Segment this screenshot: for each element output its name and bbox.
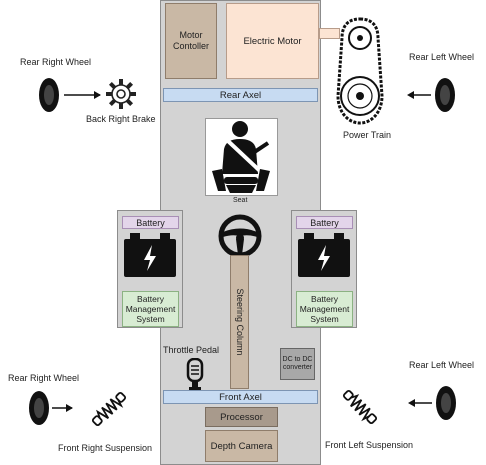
battery-icon [298,233,350,277]
throttle-pedal-label: Throttle Pedal [163,345,220,355]
seat-box [205,118,278,196]
battery-title-right: Battery [296,216,353,229]
battery-label-left: Battery [136,217,165,228]
rear-right-wheel-label-top: Rear Right Wheel [20,57,92,67]
suspension-icon [342,389,378,425]
battery-icon [124,233,176,277]
bms-label-right: Battery Management System [299,294,350,324]
front-axel: Front Axel [163,390,318,404]
steering-column: Steering Column [230,255,249,389]
back-right-brake-label: Back Right Brake [86,114,156,124]
wheel-icon [39,78,101,112]
battery-module-right: Battery Battery Management System [291,210,357,328]
dc-converter-label: DC to DC converter [282,356,313,371]
rear-axel-label: Rear Axel [219,89,262,101]
depth-camera: Depth Camera [205,430,278,462]
bms-left: Battery Management System [122,291,179,327]
battery-title-left: Battery [122,216,179,229]
processor-label: Processor [220,411,263,423]
wheel-icon [29,391,73,425]
motor-controller: Motor Contoller [165,3,217,79]
motor-controller-label: Motor Contoller [172,30,210,51]
wheel-icon [408,386,456,420]
motor-shaft [319,28,340,39]
electric-motor-label: Electric Motor [243,35,302,47]
throttle-pedal-icon [186,358,204,391]
battery-label-right: Battery [310,217,339,228]
wheel-icon [407,78,455,112]
bms-right: Battery Management System [296,291,353,327]
processor: Processor [205,407,278,427]
front-left-suspension-label: Front Left Suspension [325,440,414,450]
steering-column-label: Steering Column [234,288,245,356]
gear-icon [106,79,136,109]
rear-axel: Rear Axel [163,88,318,102]
steering-wheel-icon [218,214,262,258]
electric-motor: Electric Motor [226,3,319,79]
rear-left-wheel-label-bottom: Rear Left Wheel [409,360,475,370]
rear-right-wheel-label-bottom: Rear Right Wheel [8,373,80,383]
depth-camera-label: Depth Camera [210,440,273,452]
seat-label: Seat [233,197,248,204]
rear-left-wheel-label-top: Rear Left Wheel [409,52,475,62]
power-train-icon [336,17,384,125]
bms-label-left: Battery Management System [125,294,176,324]
seatbelt-icon [212,121,270,193]
front-right-suspension-label: Front Right Suspension [58,443,153,453]
front-axel-label: Front Axel [219,391,262,403]
suspension-icon [91,391,127,427]
dc-converter: DC to DC converter [280,348,315,380]
battery-module-left: Battery Battery Management System [117,210,183,328]
power-train-label: Power Train [343,130,392,140]
